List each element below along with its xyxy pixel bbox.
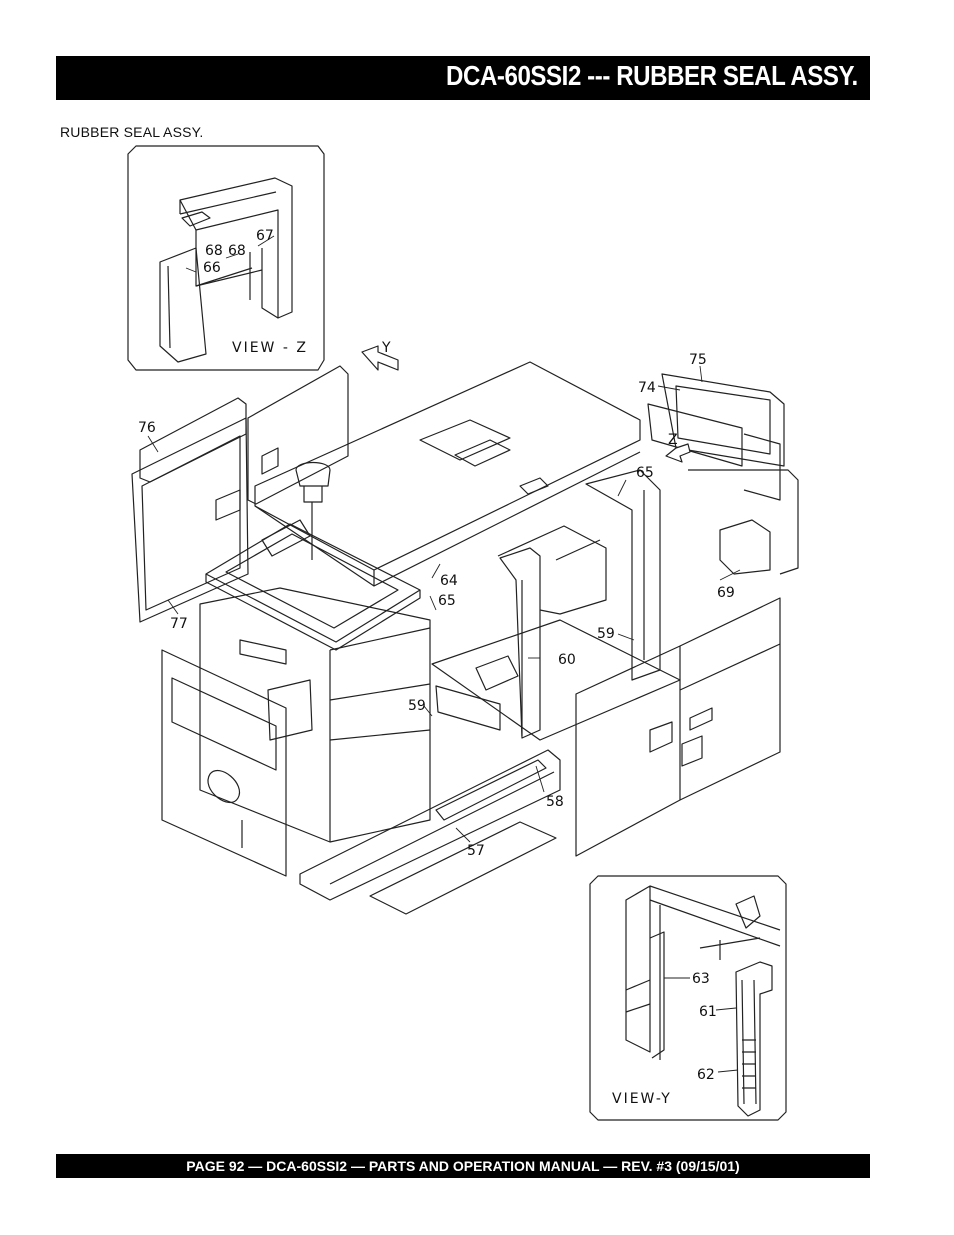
main-assembly — [131, 361, 799, 915]
callout-74: 74 — [638, 380, 656, 396]
callout-68: 68 — [205, 243, 223, 259]
page-header-bar: DCA-60SSI2 --- RUBBER SEAL ASSY. — [56, 56, 870, 100]
callout-68: 68 — [228, 243, 246, 259]
callout-64: 64 — [440, 573, 458, 589]
view-y-label: VIEW-Y — [612, 1091, 672, 1107]
callout-61: 61 — [699, 1004, 717, 1020]
callout-76: 76 — [138, 420, 156, 436]
page-footer-bar: PAGE 92 — DCA-60SSI2 — PARTS AND OPERATI… — [56, 1154, 870, 1178]
arrow-y-label: Y — [381, 340, 391, 356]
direction-arrow-y — [361, 345, 399, 371]
callout-60: 60 — [558, 652, 576, 668]
section-subtitle: RUBBER SEAL ASSY. — [60, 124, 204, 140]
page-footer-text: PAGE 92 — DCA-60SSI2 — PARTS AND OPERATI… — [186, 1158, 740, 1174]
callout-66: 66 — [203, 260, 221, 276]
callout-75: 75 — [689, 352, 707, 368]
callout-77: 77 — [170, 616, 188, 632]
direction-arrow-z — [665, 443, 691, 463]
callout-59: 59 — [597, 626, 615, 642]
page-title: DCA-60SSI2 --- RUBBER SEAL ASSY. — [446, 60, 858, 91]
callout-63: 63 — [692, 971, 710, 987]
leader-lines — [147, 235, 741, 1073]
inset-view-y — [589, 875, 787, 1121]
callout-69: 69 — [717, 585, 735, 601]
callout-67: 67 — [256, 228, 274, 244]
callout-59: 59 — [408, 698, 426, 714]
callout-65: 65 — [438, 593, 456, 609]
callout-57: 57 — [467, 843, 485, 859]
arrow-z-label: Z — [668, 432, 678, 448]
callout-65: 65 — [636, 465, 654, 481]
view-z-label: VIEW - Z — [232, 340, 308, 356]
callout-58: 58 — [546, 794, 564, 810]
inset-view-z — [127, 145, 325, 371]
callout-62: 62 — [697, 1067, 715, 1083]
